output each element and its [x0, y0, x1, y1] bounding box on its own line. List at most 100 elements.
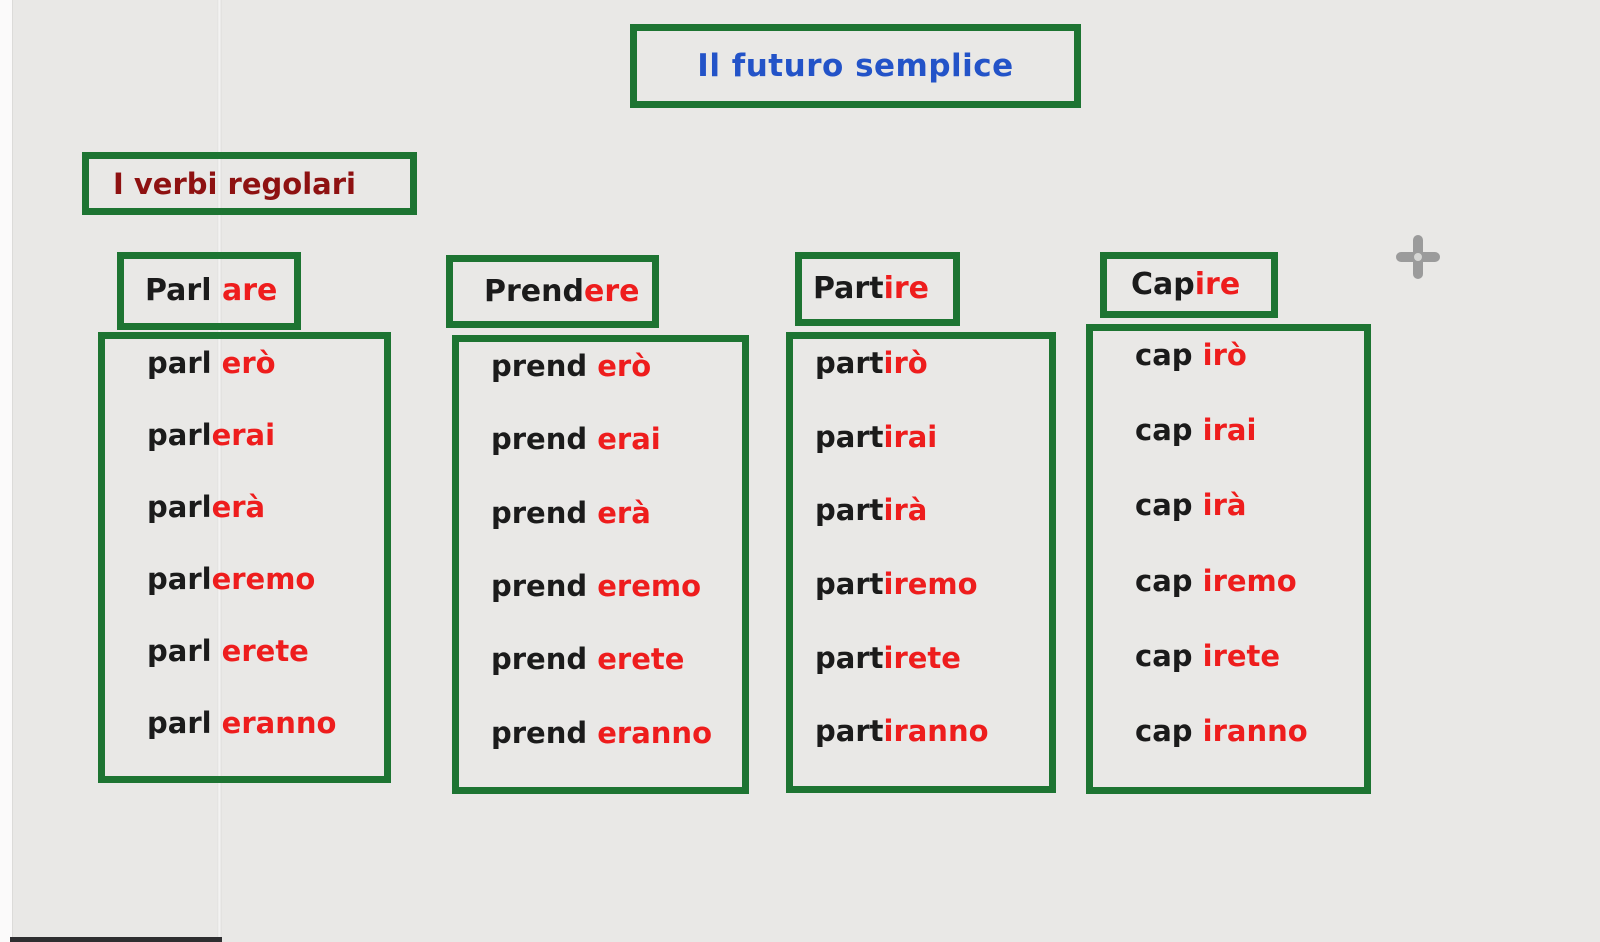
verb-stem: cap: [1135, 338, 1193, 372]
verb-ending: eremo: [587, 568, 702, 603]
verb-stem: parl: [147, 346, 212, 380]
verb-stem: parl: [147, 634, 212, 668]
infinitive-text: Parl are: [145, 276, 277, 306]
verb-stem: cap: [1135, 488, 1193, 523]
conjugated-form: parl eranno: [147, 704, 384, 776]
verb-stem: Cap: [1131, 267, 1195, 302]
verb-stem: parl: [147, 490, 212, 524]
verb-stem: cap: [1135, 413, 1193, 448]
verb-ending: eremo: [211, 562, 316, 596]
verb-stem: prend: [491, 642, 588, 677]
verb-stem: parl: [147, 418, 212, 452]
verb-ending: erò: [587, 349, 652, 383]
conjugated-form: prend erete: [491, 640, 742, 713]
verb-stem: Parl: [145, 273, 212, 308]
verb-stem: cap: [1135, 638, 1193, 673]
verb-stem: parl: [147, 706, 212, 740]
infinitive-box-capire: Capire: [1100, 252, 1278, 318]
verb-ending: erà: [587, 495, 651, 530]
verb-ending: iranno: [1192, 713, 1308, 748]
verb-ending: irò: [883, 346, 928, 380]
verb-stem: cap: [1135, 713, 1193, 748]
conjugated-form: cap iremo: [1135, 562, 1364, 637]
verb-ending: irò: [1192, 338, 1247, 372]
verb-ending: irà: [883, 493, 928, 528]
verb-stem: part: [815, 493, 884, 528]
cursor-center-dot: [1414, 253, 1422, 261]
verb-stem: prend: [491, 349, 588, 383]
verb-stem: prend: [491, 715, 588, 750]
verb-ending: irai: [1192, 413, 1257, 448]
verb-ending: are: [211, 273, 278, 308]
verb-ending: erò: [211, 346, 276, 380]
verb-ending: iranno: [883, 714, 989, 749]
verb-ending: ire: [883, 271, 929, 306]
conjugated-form: cap irò: [1135, 336, 1364, 411]
verb-stem: parl: [147, 562, 212, 596]
infinitive-box-prendere: Prendere: [446, 255, 659, 328]
conjugated-form: prend erò: [491, 347, 742, 420]
verb-stem: prend: [491, 495, 588, 530]
infinitive-box-partire: Partire: [795, 252, 960, 326]
verb-ending: eranno: [587, 715, 712, 750]
conjugated-form: prend eremo: [491, 567, 742, 640]
verb-ending: erai: [587, 422, 661, 457]
verb-stem: part: [815, 346, 884, 380]
verb-stem: part: [815, 640, 884, 675]
verb-ending: eranno: [211, 706, 337, 740]
verb-ending: ere: [583, 273, 640, 309]
conjugated-form: parl erò: [147, 344, 384, 416]
verb-stem: part: [815, 419, 884, 454]
subtitle-box: I verbi regolari: [82, 152, 417, 215]
conjugated-form: parl erete: [147, 632, 384, 704]
conjugated-form: prend eranno: [491, 714, 742, 787]
verb-ending: iremo: [1192, 563, 1297, 598]
bottom-edge-line: [10, 937, 222, 942]
verb-stem: cap: [1135, 563, 1193, 598]
verb-stem: prend: [491, 568, 588, 603]
verb-ending: irete: [1192, 638, 1281, 673]
verb-ending: erà: [211, 490, 266, 524]
verb-ending: ire: [1194, 267, 1241, 302]
title-box: Il futuro semplice: [630, 24, 1081, 108]
crosshair-cursor-icon: [1396, 235, 1440, 279]
infinitive-text: Prendere: [484, 273, 640, 309]
page-fold-line: [217, 0, 222, 942]
verb-stem: prend: [491, 422, 588, 457]
verb-stem: part: [815, 714, 884, 749]
verb-ending: irete: [883, 640, 961, 675]
conjugated-form: prend erà: [491, 494, 742, 567]
conjugated-form: cap irà: [1135, 486, 1364, 561]
infinitive-box-parlare: Parl are: [117, 252, 301, 330]
conjugated-form: cap iranno: [1135, 712, 1364, 787]
verb-stem: Prend: [484, 273, 584, 309]
verb-ending: irai: [883, 419, 938, 454]
verb-ending: irà: [1192, 488, 1247, 523]
verb-ending: erete: [211, 634, 309, 668]
verb-stem: part: [815, 567, 884, 602]
conjugated-form: prend erai: [491, 420, 742, 493]
verb-ending: iremo: [883, 567, 978, 602]
conjugated-form: cap irete: [1135, 637, 1364, 712]
verb-stem: Part: [813, 271, 884, 306]
page-title: Il futuro semplice: [697, 48, 1014, 84]
verb-ending: erete: [587, 642, 685, 677]
infinitive-text: Partire: [813, 274, 929, 304]
left-page-strip: [0, 0, 13, 942]
verb-ending: erai: [211, 418, 276, 452]
subtitle-text: I verbi regolari: [113, 166, 356, 201]
infinitive-text: Capire: [1131, 270, 1240, 300]
